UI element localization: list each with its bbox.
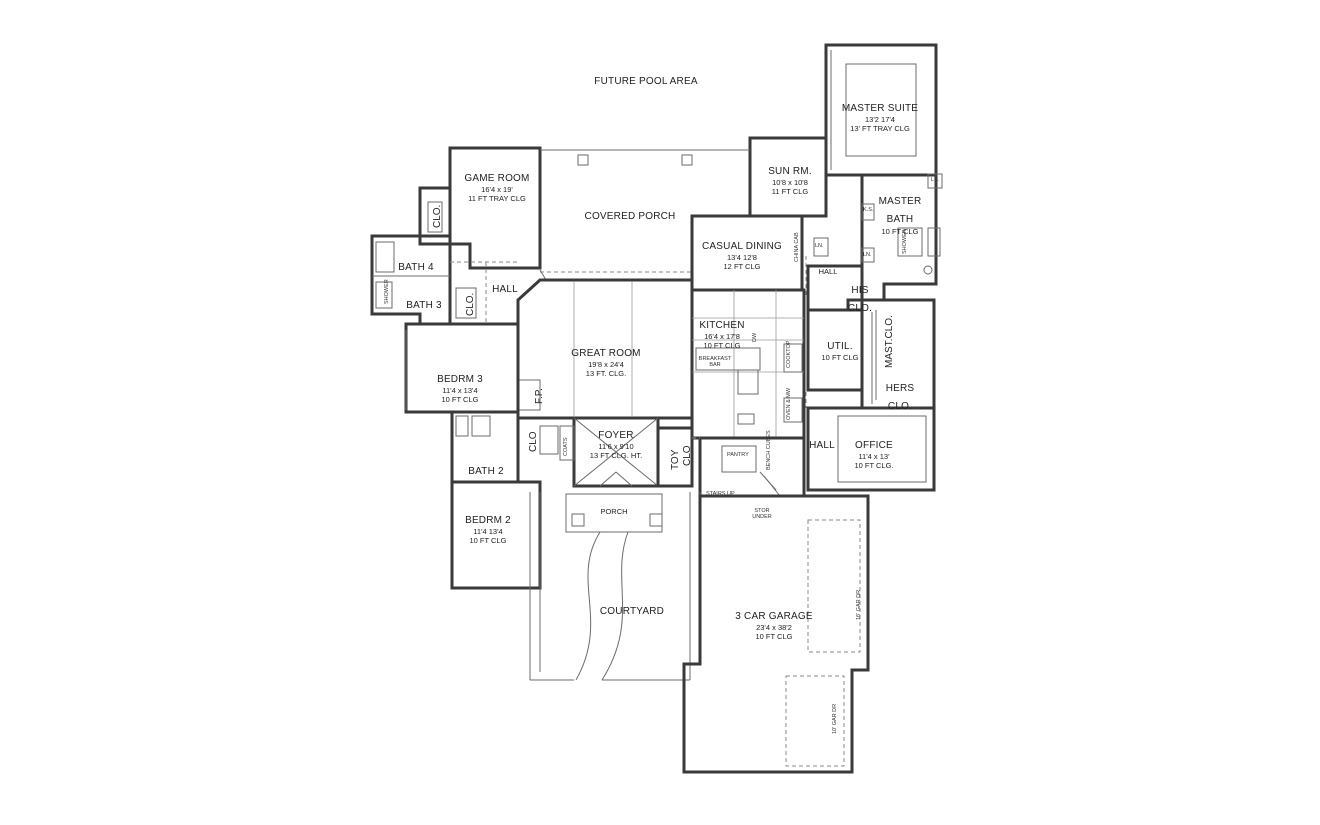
toy-closet-label-2: CLO (682, 445, 693, 466)
stairs-up-label: STAIRS UP (706, 491, 735, 497)
game-room-label: GAME ROOM 16'4 x 19' 11 FT TRAY CLG (464, 173, 530, 204)
his-closet-label: HIS CLO. (847, 285, 873, 315)
office-label: OFFICE 11'4 x 13' 10 FT CLG. (854, 440, 894, 471)
linen-label-dining: LN. (815, 243, 824, 249)
shower-label-bath3: SHOWER (384, 279, 390, 304)
kitchen-label: KITCHEN 16'4 x 17'8 10 FT CLG (699, 320, 745, 351)
hall-dashes (692, 256, 807, 439)
kneespace-label: K.S. (863, 207, 874, 213)
linen-label-bath: LN. (863, 252, 872, 258)
courtyard-lines (529, 492, 701, 681)
pantry-label: PANTRY (727, 452, 749, 458)
storage-under-label: STOR UNDER (752, 508, 772, 520)
covered-porch-label: COVERED PORCH (584, 211, 676, 222)
toy-closet-stairs-walls (656, 426, 806, 498)
courtyard-label: COURTYARD (599, 606, 665, 617)
porch-lines (565, 493, 663, 533)
utility-label: UTIL. 10 FT CLG (821, 341, 859, 363)
casual-dining-label: CASUAL DINING 13'4 12'8 12 FT CLG (701, 241, 783, 272)
hall-kitchen-label: HALL (818, 267, 838, 276)
bedroom-3-label: BEDRM 3 11'4 x 13'4 10 FT CLG (437, 374, 483, 405)
cooktop-label: COOKTOP (786, 340, 792, 368)
breakfast-bar-label: BREAKFAST BAR (698, 356, 732, 368)
great-room-walls (516, 278, 694, 420)
hall-left-label: HALL (492, 284, 518, 295)
fireplace-label: F.P. (534, 388, 545, 404)
porch-label: PORCH (600, 507, 628, 516)
closet-label-bath3: CLO. (465, 292, 476, 316)
bath-4-label: BATH 4 (398, 262, 434, 273)
dishwasher-label: DW (752, 332, 758, 342)
garage-label: 3 CAR GARAGE 23'4 x 38'2 10 FT CLG (735, 611, 813, 642)
sun-room-label: SUN RM. 10'8 x 10'8 11 FT CLG (768, 166, 812, 197)
oven-mw-label: OVEN & MW (786, 387, 792, 420)
garage-door-10-label: 10' GAR DR (832, 703, 838, 734)
future-pool-label: FUTURE POOL AREA (594, 76, 698, 87)
garage-door-16-label: 16' GAR DR (856, 589, 862, 620)
toy-closet-label: TOY (670, 449, 681, 470)
foyer-label: FOYER 11'6 x 9'10 13 FT CLG. HT. (589, 430, 643, 461)
coats-label: COATS (563, 437, 569, 456)
bedroom-2-label: BEDRM 2 11'4 13'4 10 FT CLG (465, 515, 511, 546)
china-cabinet-label: CHINA CAB (794, 232, 800, 262)
covered-porch-lines (539, 149, 750, 281)
garage-walls (682, 494, 870, 774)
great-room-label: GREAT ROOM 19'8 x 24'4 13 FT. CLG. (571, 348, 641, 379)
closet-label-game: CLO. (432, 204, 443, 228)
master-suite-label: MASTER SUITE 13'2 17'4 13' FT TRAY CLG (841, 103, 919, 134)
bath-2-label: BATH 2 (468, 466, 504, 477)
closet-label-foyer: CLO (528, 431, 539, 452)
bath-3-label: BATH 3 (406, 300, 442, 311)
linen-label-master: LN. (931, 177, 940, 183)
master-closet-label: MAST.CLO. (884, 315, 895, 368)
office-walls (806, 406, 936, 492)
bench-cubes-label: BENCH CUBES (766, 430, 772, 470)
master-bath-label: MASTER BATH 10 FT CLG (878, 196, 922, 236)
hers-closet-label: HERS CLO. (885, 383, 915, 413)
shower-label-master: SHOWER (902, 229, 908, 254)
hall-office-label: HALL (809, 440, 835, 451)
